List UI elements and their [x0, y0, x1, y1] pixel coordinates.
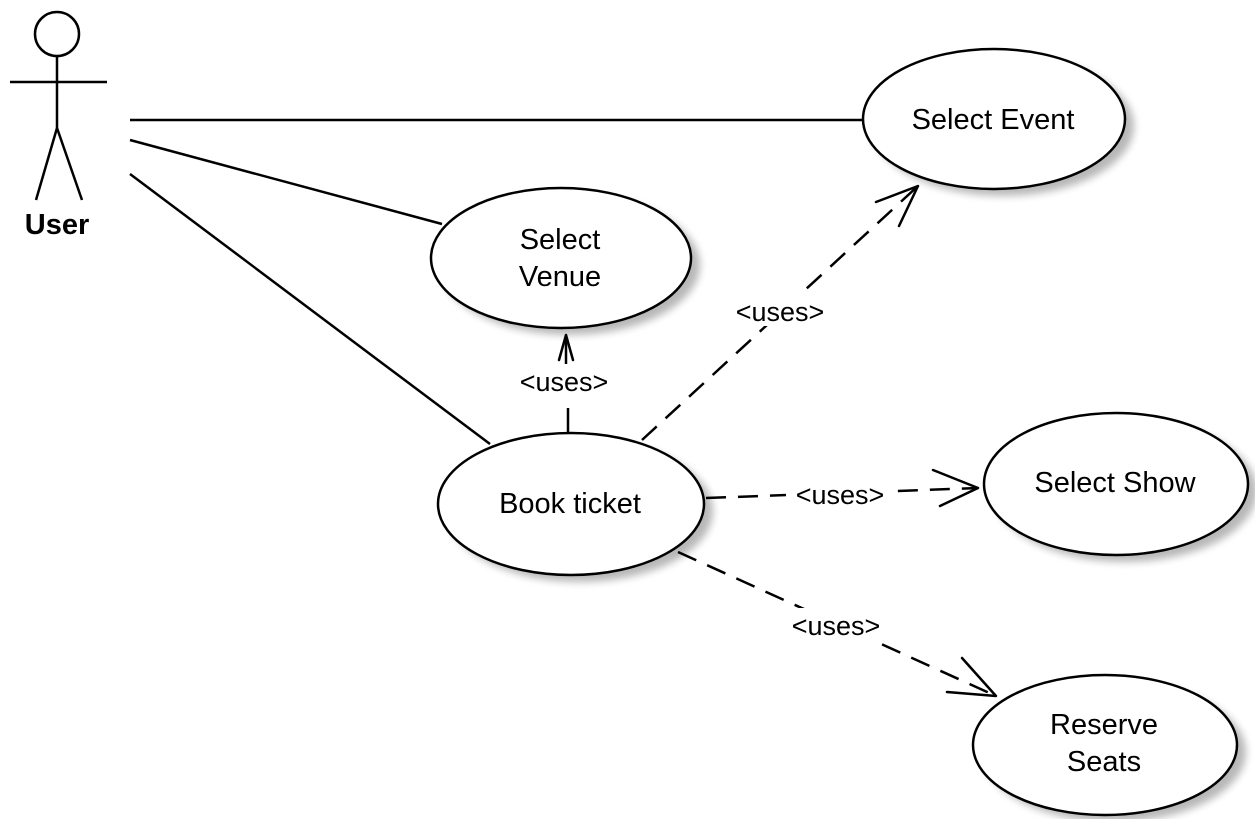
use-case-select-venue[interactable]: Select Venue: [429, 186, 700, 335]
use-case-ellipse: [982, 411, 1250, 557]
use-case-label: Seats: [1067, 746, 1141, 778]
use-case-label: Reserve: [1050, 709, 1158, 741]
use-case-label: Book ticket: [499, 488, 641, 520]
use-case-ellipse: [436, 431, 706, 577]
uses-label: <uses>: [736, 297, 825, 327]
uses-label: <uses>: [796, 480, 885, 510]
use-case-select-show[interactable]: Select Show: [982, 411, 1255, 562]
uses-label: <uses>: [792, 611, 881, 641]
use-case-label: Venue: [519, 261, 601, 293]
association-user-select-venue: [129, 138, 443, 226]
actor-left-leg: [34, 127, 59, 201]
use-case-label: Select: [520, 224, 601, 256]
arrow-head: [945, 656, 998, 698]
dependency-book-ticket-select-event: <uses>: [641, 184, 920, 441]
arrow-head: [874, 184, 920, 228]
actor-user[interactable]: User: [10, 10, 107, 241]
use-case-ellipse: [861, 47, 1127, 191]
label-background: [782, 608, 890, 642]
use-case-label: Select Show: [1034, 467, 1196, 499]
dependency-book-ticket-select-show: <uses>: [705, 468, 980, 510]
use-case-select-event[interactable]: Select Event: [861, 47, 1134, 196]
arrow-head: [931, 468, 980, 508]
use-case-book-ticket[interactable]: Book ticket: [436, 431, 713, 582]
arrow-head: [557, 333, 575, 362]
actor-right-leg: [55, 127, 84, 201]
use-case-ellipse: [429, 186, 693, 330]
label-background: [786, 476, 894, 510]
dependency-book-ticket-reserve-seats: <uses>: [677, 550, 998, 698]
uses-label: <uses>: [520, 367, 609, 397]
use-case-label: Select Event: [912, 104, 1075, 136]
use-case-reserve-seats[interactable]: Reserve Seats: [971, 673, 1246, 819]
association-user-book-ticket: [129, 173, 491, 445]
dependency-book-ticket-select-venue: <uses>: [520, 333, 609, 432]
use-case-ellipse: [971, 673, 1239, 817]
actor-head: [33, 10, 81, 58]
actor-label: User: [25, 209, 90, 241]
label-background: [728, 292, 834, 326]
